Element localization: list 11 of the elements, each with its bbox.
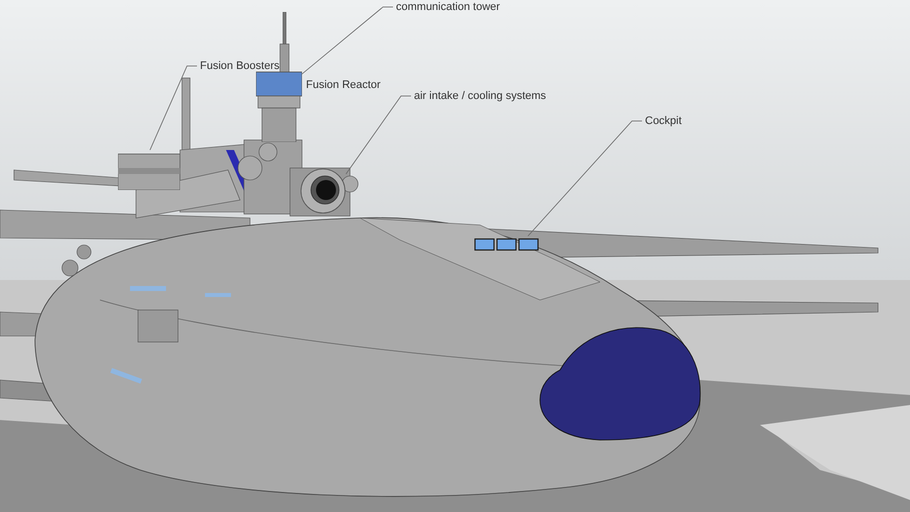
callout-label: Fusion Boosters bbox=[200, 59, 280, 73]
leader-line bbox=[302, 6, 394, 74]
callout-label: communication tower bbox=[396, 0, 500, 14]
leader-line bbox=[346, 96, 412, 174]
leader-line bbox=[528, 120, 642, 236]
intake-drawing bbox=[300, 168, 346, 214]
cockpit-windows-drawing bbox=[474, 236, 540, 252]
callout-label: air intake / cooling systems bbox=[414, 89, 546, 103]
part-label: Fusion Reactor bbox=[306, 78, 381, 92]
leader-line bbox=[150, 66, 198, 150]
callout-label: Cockpit bbox=[645, 114, 682, 128]
